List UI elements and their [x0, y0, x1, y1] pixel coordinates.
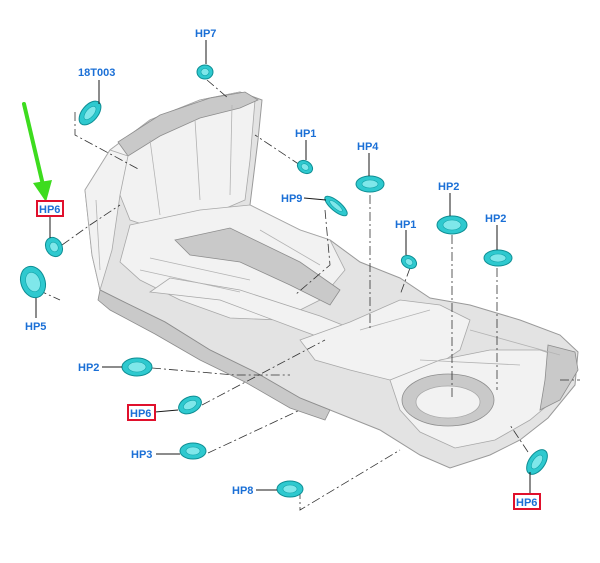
label-hp7: HP7: [195, 28, 216, 40]
leader-hp7: [206, 79, 229, 99]
leader-hp6-middle: [201, 339, 326, 406]
plug-hp9: [324, 195, 348, 217]
plugs: [19, 64, 548, 498]
cowl-top: [117, 91, 259, 157]
leader-hp6-right: [509, 424, 529, 453]
label-18t003: 18T003: [78, 67, 115, 79]
plug-hp1-lower: [400, 254, 418, 270]
floor-rib-6: [419, 359, 521, 366]
leader-hp1-lower: [399, 267, 411, 296]
floor-rib-3: [259, 229, 321, 266]
label-hp4: HP4: [357, 141, 379, 153]
label-hp2-right-upper: HP2: [438, 181, 459, 193]
plug-hp6-left: [44, 236, 64, 258]
green-pointer-arrow: [22, 102, 52, 202]
label-hp3: HP3: [131, 449, 152, 461]
plug-hp7: [196, 64, 214, 80]
label-hp5: HP5: [25, 321, 46, 333]
plug-hp6-middle: [178, 395, 202, 415]
highlight-box-hp6-left: [36, 200, 64, 217]
leader-18t003: [74, 112, 141, 171]
center-tunnel: [174, 227, 341, 306]
plug-hp5: [19, 265, 47, 299]
location-leader-lines: [37, 79, 580, 511]
leader-hp3: [207, 409, 301, 454]
highlight-box-hp6-right: [513, 493, 541, 510]
firewall-rib-2: [194, 119, 201, 201]
left-front-pillar: [84, 149, 129, 292]
label-hp2-right: HP2: [485, 213, 506, 225]
label-hp2-left: HP2: [78, 362, 99, 374]
plug-hp2-left: [121, 357, 153, 377]
plug-hp8: [276, 480, 304, 498]
label-hp1-lower: HP1: [395, 219, 416, 231]
vehicle-floor-pan: [84, 91, 579, 469]
leader-hp6-left: [61, 204, 121, 246]
label-hp6-middle: HP6: [130, 408, 151, 420]
pointer-hp9: [303, 197, 327, 201]
label-hp9: HP9: [281, 193, 302, 205]
leader-hp1-upper: [254, 134, 301, 166]
label-hp1-upper: HP1: [295, 128, 316, 140]
plug-18t003: [78, 100, 102, 126]
plug-hp6-right: [526, 449, 548, 475]
label-pointers: [35, 40, 531, 494]
label-hp8: HP8: [232, 485, 253, 497]
label-hp6-left: HP6: [39, 204, 60, 216]
plug-hp2-right: [483, 249, 513, 267]
pillar-rib: [95, 199, 101, 271]
leader-hp2-left: [151, 367, 290, 376]
floor-rib-2: [149, 257, 251, 281]
firewall-rib-3: [229, 104, 233, 196]
rear-end-panel: [539, 344, 579, 411]
plug-hp4: [355, 175, 385, 193]
part-labels: 18T003 HP7 HP1 HP4 HP9 HP2 HP1 HP2 HP6 H…: [25, 28, 537, 509]
plug-hp1-upper: [296, 159, 314, 175]
floor-rib-1: [139, 269, 241, 293]
floor-rib-4: [359, 309, 431, 331]
plug-hp3: [179, 442, 207, 460]
leader-hp8: [299, 449, 401, 511]
plug-hp2-right-upper: [436, 215, 468, 235]
pointer-hp6-middle: [154, 409, 179, 413]
floor-rib-5: [469, 329, 561, 356]
spare-wheel-well-inner: [415, 385, 481, 419]
firewall-rib-1: [149, 139, 161, 216]
highlight-box-hp6-middle: [127, 404, 156, 421]
label-hp6-right: HP6: [516, 497, 537, 509]
left-side-sill: [97, 289, 331, 421]
leader-hp9: [294, 209, 331, 296]
